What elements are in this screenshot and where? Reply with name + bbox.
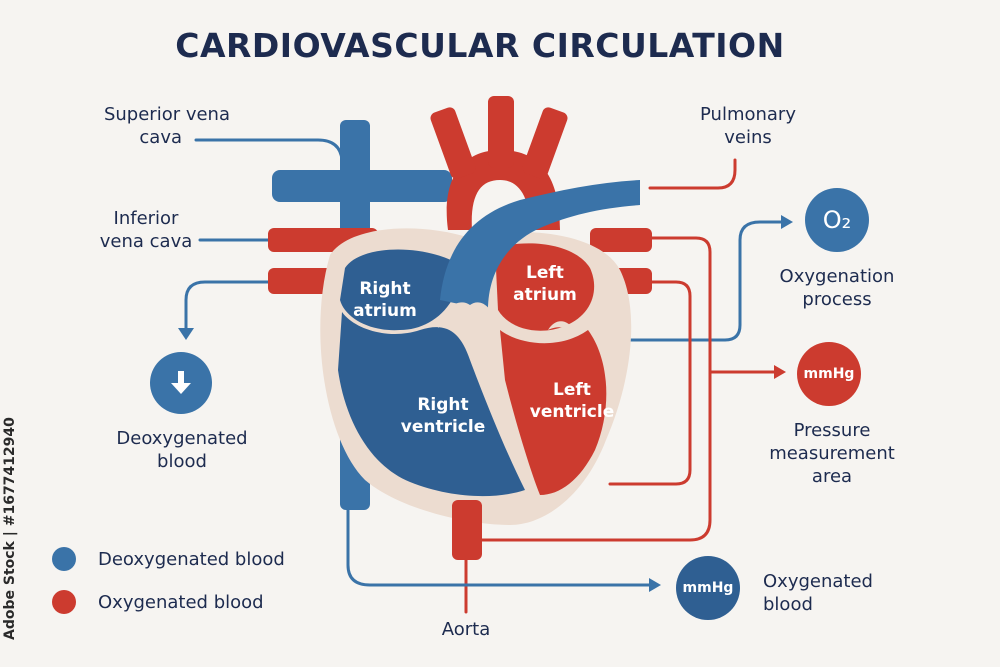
aorta-branch-1 bbox=[430, 107, 476, 179]
right-ventricle-line-2: ventricle bbox=[400, 417, 486, 437]
left-atrium-line-1: Left bbox=[526, 263, 564, 283]
inferior-vena-cava-line-1: Inferior bbox=[113, 208, 179, 229]
pressure-badge-bottom: mmHg bbox=[676, 556, 740, 620]
oxygenation-leader bbox=[628, 220, 784, 342]
aorta-label: Aorta bbox=[441, 619, 491, 640]
oxygenated-blood-leader bbox=[346, 503, 652, 587]
oxygenation-process-label: Oxygenation process bbox=[762, 265, 912, 311]
pressure-line-3: area bbox=[811, 466, 853, 487]
pulmonary-veins-line-2: veins bbox=[724, 127, 772, 148]
oxygenated-blood-line-1: Oxygenated bbox=[763, 571, 873, 592]
right-atrium-label: Right atrium bbox=[345, 278, 425, 322]
left-ventricle-label: Left ventricle bbox=[522, 379, 622, 423]
superior-vena-cava-label: Superior vena cava bbox=[70, 103, 230, 149]
pulmonary-veins-line-1: Pulmonary bbox=[700, 104, 796, 125]
pressure-leader-arrowhead bbox=[774, 365, 786, 379]
aorta-branch-2 bbox=[488, 96, 514, 168]
left-atrium-line-2: atrium bbox=[513, 285, 577, 305]
left-ventricle-chamber bbox=[500, 330, 607, 495]
tricuspid-valve bbox=[438, 302, 498, 328]
oxygen-badge: O₂ bbox=[805, 188, 869, 252]
pressure-badge-top: mmHg bbox=[797, 342, 861, 406]
pulmonary-artery-trunk bbox=[440, 180, 640, 310]
right-ventricle-line-1: Right bbox=[417, 395, 469, 415]
left-atrium-chamber bbox=[495, 243, 595, 331]
right-atrium-line-1: Right bbox=[359, 279, 411, 299]
right-atrium-line-2: atrium bbox=[353, 301, 417, 321]
oxygenated-blood-label: Oxygenated blood bbox=[763, 570, 903, 616]
oxygenated-blood-line-2: blood bbox=[763, 594, 813, 615]
pressure-line-1: Pressure bbox=[793, 420, 871, 441]
left-ventricle-line-2: ventricle bbox=[529, 402, 615, 422]
left-atrium-label: Left atrium bbox=[505, 262, 585, 306]
oxygenation-process-line-2: process bbox=[802, 289, 872, 310]
oxygenation-process-line-1: Oxygenation bbox=[779, 266, 895, 287]
right-ventricle-label: Right ventricle bbox=[393, 394, 493, 438]
pulmonary-veins-leader bbox=[648, 158, 737, 190]
pulmonary-artery-left-branch bbox=[272, 170, 452, 202]
aorta-descending bbox=[452, 500, 482, 560]
deoxygenated-badge bbox=[150, 352, 212, 414]
mitral-valve bbox=[548, 321, 575, 332]
superior-vena-cava-line-2: cava bbox=[139, 127, 182, 148]
deoxygenated-blood-line-2: blood bbox=[157, 451, 207, 472]
page-title: CARDIOVASCULAR CIRCULATION bbox=[175, 26, 785, 65]
pressure-leader bbox=[478, 236, 712, 542]
inferior-vena-cava-label: Inferior vena cava bbox=[96, 207, 196, 253]
pressure-line-2: measurement bbox=[769, 443, 895, 464]
oxygenated-blood-leader-arrowhead bbox=[649, 578, 661, 592]
legend-label-deoxygenated: Deoxygenated blood bbox=[98, 549, 285, 570]
deoxygenated-leader bbox=[184, 280, 272, 332]
oxygenated-vein-loop bbox=[608, 280, 692, 486]
legend-dot-oxygenated bbox=[52, 590, 76, 614]
left-ventricle-line-1: Left bbox=[553, 380, 591, 400]
oxygenation-leader-arrowhead bbox=[781, 215, 793, 229]
pressure-measurement-label: Pressure measurement area bbox=[752, 419, 912, 488]
legend-label-oxygenated: Oxygenated blood bbox=[98, 592, 264, 613]
right-ventricle-chamber bbox=[338, 312, 525, 497]
deoxygenated-leader-arrowhead bbox=[178, 328, 194, 340]
aorta-branch-3 bbox=[522, 107, 568, 179]
right-atrium-chamber bbox=[340, 249, 455, 331]
inferior-vena-cava-line-2: vena cava bbox=[99, 231, 193, 252]
legend-dot-deoxygenated bbox=[52, 547, 76, 571]
pulmonary-veins-label: Pulmonary veins bbox=[688, 103, 808, 149]
stock-watermark: Adobe Stock | #1677412940 bbox=[2, 417, 18, 640]
deoxygenated-blood-label: Deoxygenated blood bbox=[102, 427, 262, 473]
deoxygenated-blood-line-1: Deoxygenated bbox=[116, 428, 248, 449]
superior-vena-cava-line-1: Superior vena bbox=[103, 104, 230, 125]
pulmonary-vein-right-upper bbox=[590, 228, 652, 252]
down-arrow-icon bbox=[171, 371, 191, 394]
